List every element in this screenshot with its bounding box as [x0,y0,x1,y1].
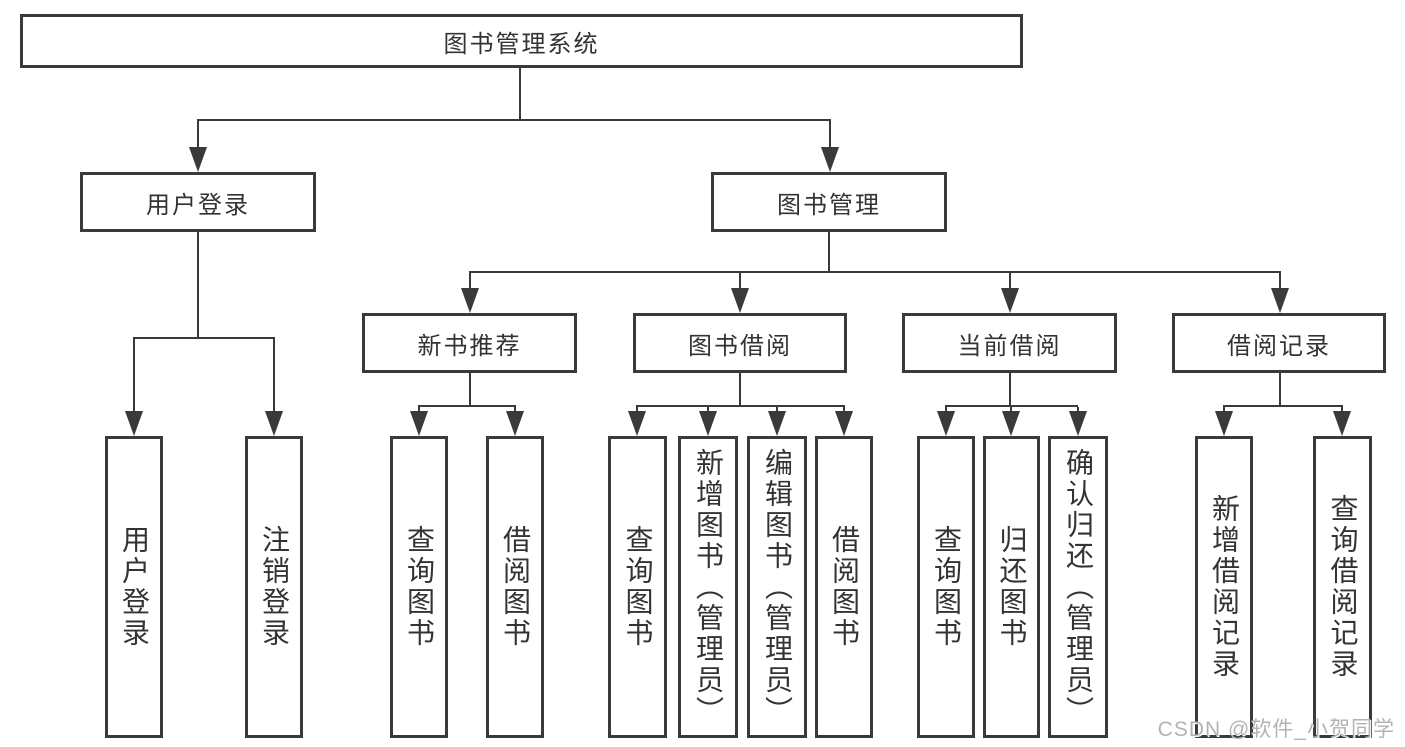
leaf-query-books-recommend: 查询图书 [390,436,448,738]
node-root: 图书管理系统 [20,14,1023,68]
leaf-user-login: 用户登录 [105,436,163,738]
node-current-borrow: 当前借阅 [902,313,1117,373]
leaf-add-borrow-record: 新增借阅记录 [1195,436,1253,738]
connector-book-mgmt-trunk [828,232,830,273]
connector-arrowhead [125,411,143,436]
leaf-query-borrow-record: 查询借阅记录 [1313,436,1372,738]
connector-arrowhead [835,411,853,436]
leaf-query-books-current: 查询图书 [917,436,975,738]
connector-user-login-bus [133,337,275,339]
connector-arrowhead [461,288,479,313]
leaf-logout: 注销登录 [245,436,303,738]
leaf-add-book-admin: 新增图书（管理员） [678,436,738,738]
connector-arrowhead [1002,411,1020,436]
connector-arrowhead [1215,411,1233,436]
connector-root-trunk [519,68,521,121]
connector-bus [418,405,516,407]
connector-arrowhead [628,411,646,436]
leaf-borrow-books-recommend: 借阅图书 [486,436,544,738]
connector-stem [1009,273,1011,291]
connector-stem [1279,273,1281,291]
connector-stem [829,121,831,153]
leaf-return-book: 归还图书 [983,436,1040,738]
connector-stem [197,121,199,153]
connector-stem [133,339,135,414]
connector-arrowhead [937,411,955,436]
connector-trunk [1279,373,1281,407]
connector-arrowhead [1069,411,1087,436]
node-user-login: 用户登录 [80,172,316,232]
leaf-confirm-return-admin: 确认归还（管理员） [1048,436,1108,738]
connector-arrowhead [821,147,839,172]
connector-bus [636,405,845,407]
node-book-borrow: 图书借阅 [633,313,847,373]
node-borrow-records: 借阅记录 [1172,313,1386,373]
connector-arrowhead [410,411,428,436]
connector-trunk [1009,373,1011,407]
connector-arrowhead [731,288,749,313]
connector-arrowhead [1271,288,1289,313]
connector-stem [273,339,275,414]
leaf-query-books-borrow: 查询图书 [608,436,667,738]
connector-stem [739,273,741,291]
connector-arrowhead [1333,411,1351,436]
connector-bus [1223,405,1343,407]
connector-arrowhead [768,411,786,436]
connector-arrowhead [699,411,717,436]
connector-arrowhead [189,147,207,172]
connector-user-login-trunk [197,232,199,339]
csdn-watermark: CSDN @软件_小贺同学 [1157,718,1395,741]
leaf-borrow-books: 借阅图书 [815,436,873,738]
connector-arrowhead [1001,288,1019,313]
node-new-book-recommend: 新书推荐 [362,313,577,373]
connector-arrowhead [265,411,283,436]
node-book-management: 图书管理 [711,172,947,232]
connector-level2-bus [197,119,831,121]
connector-trunk [739,373,741,407]
connector-arrowhead [506,411,524,436]
connector-level3-bus [469,271,1281,273]
leaf-edit-book-admin: 编辑图书（管理员） [747,436,807,738]
connector-trunk [469,373,471,407]
connector-stem [469,273,471,291]
connector-bus [945,405,1078,407]
